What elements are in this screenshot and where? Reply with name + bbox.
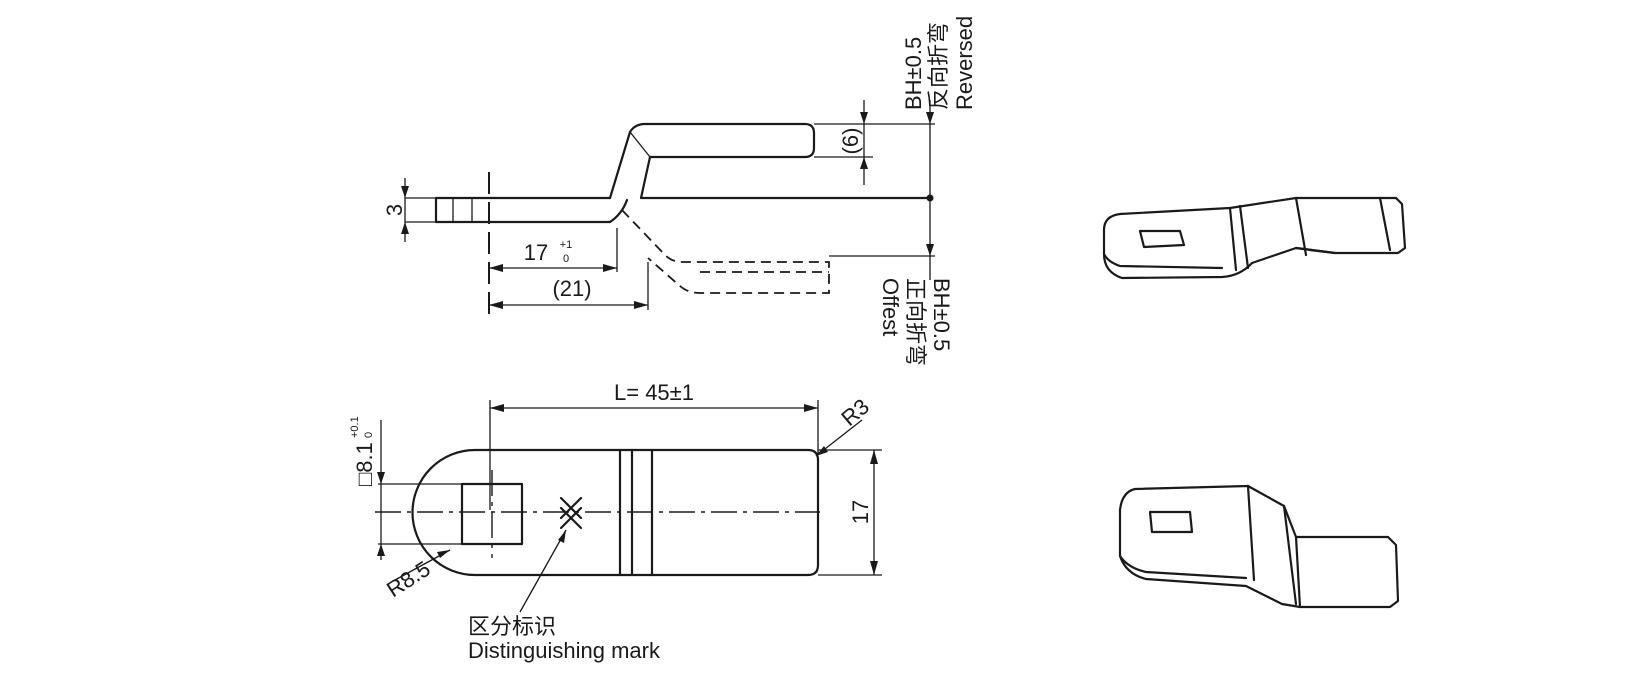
offset-bh-label: BH±0.5 [929,278,954,351]
distinguishing-mark-symbol [559,496,583,530]
tip-radius-label: R3 [836,394,874,431]
offset-len-tol-lower: 0 [563,253,569,265]
square-tol-upper: +0.1 [349,416,361,438]
offset-cn-label: 正向折弯 [903,278,928,366]
top-outline [411,448,820,577]
rise-dim-label: (6) [838,128,863,155]
mark-en-label: Distinguishing mark [468,638,661,663]
reversed-cn-label: 反向折弯 [926,22,951,110]
thickness-dim-label: 3 [382,204,407,216]
offset-len-dim: 17 [524,240,548,265]
iso-view-offset [1118,484,1400,609]
overall-ref-dim: (21) [552,276,591,301]
mark-cn-label: 区分标识 [468,614,556,639]
reversed-en-label: Reversed [952,16,977,110]
top-view: L= 45±1 R3 17 □8.1 +0.1 0 R8.5 [349,380,882,613]
side-profile-bend-line [608,198,629,224]
side-offset-bend-hidden [621,209,830,294]
square-dim-label: □8.1 [352,442,377,486]
reversed-bh-label: BH±0.5 [901,37,926,110]
offset-en-label: Offest [878,278,903,336]
offset-len-tol-upper: +1 [560,239,573,251]
width-dim-label: 17 [848,500,873,524]
side-view: 3 17 +1 0 (21) (6) BH±0.5 反向折弯 Reversed … [382,16,977,366]
side-bend-edge [629,131,651,158]
square-tol-lower: 0 [363,432,375,438]
length-dim-label: L= 45±1 [614,380,694,405]
iso-view-reversed [1102,196,1407,280]
